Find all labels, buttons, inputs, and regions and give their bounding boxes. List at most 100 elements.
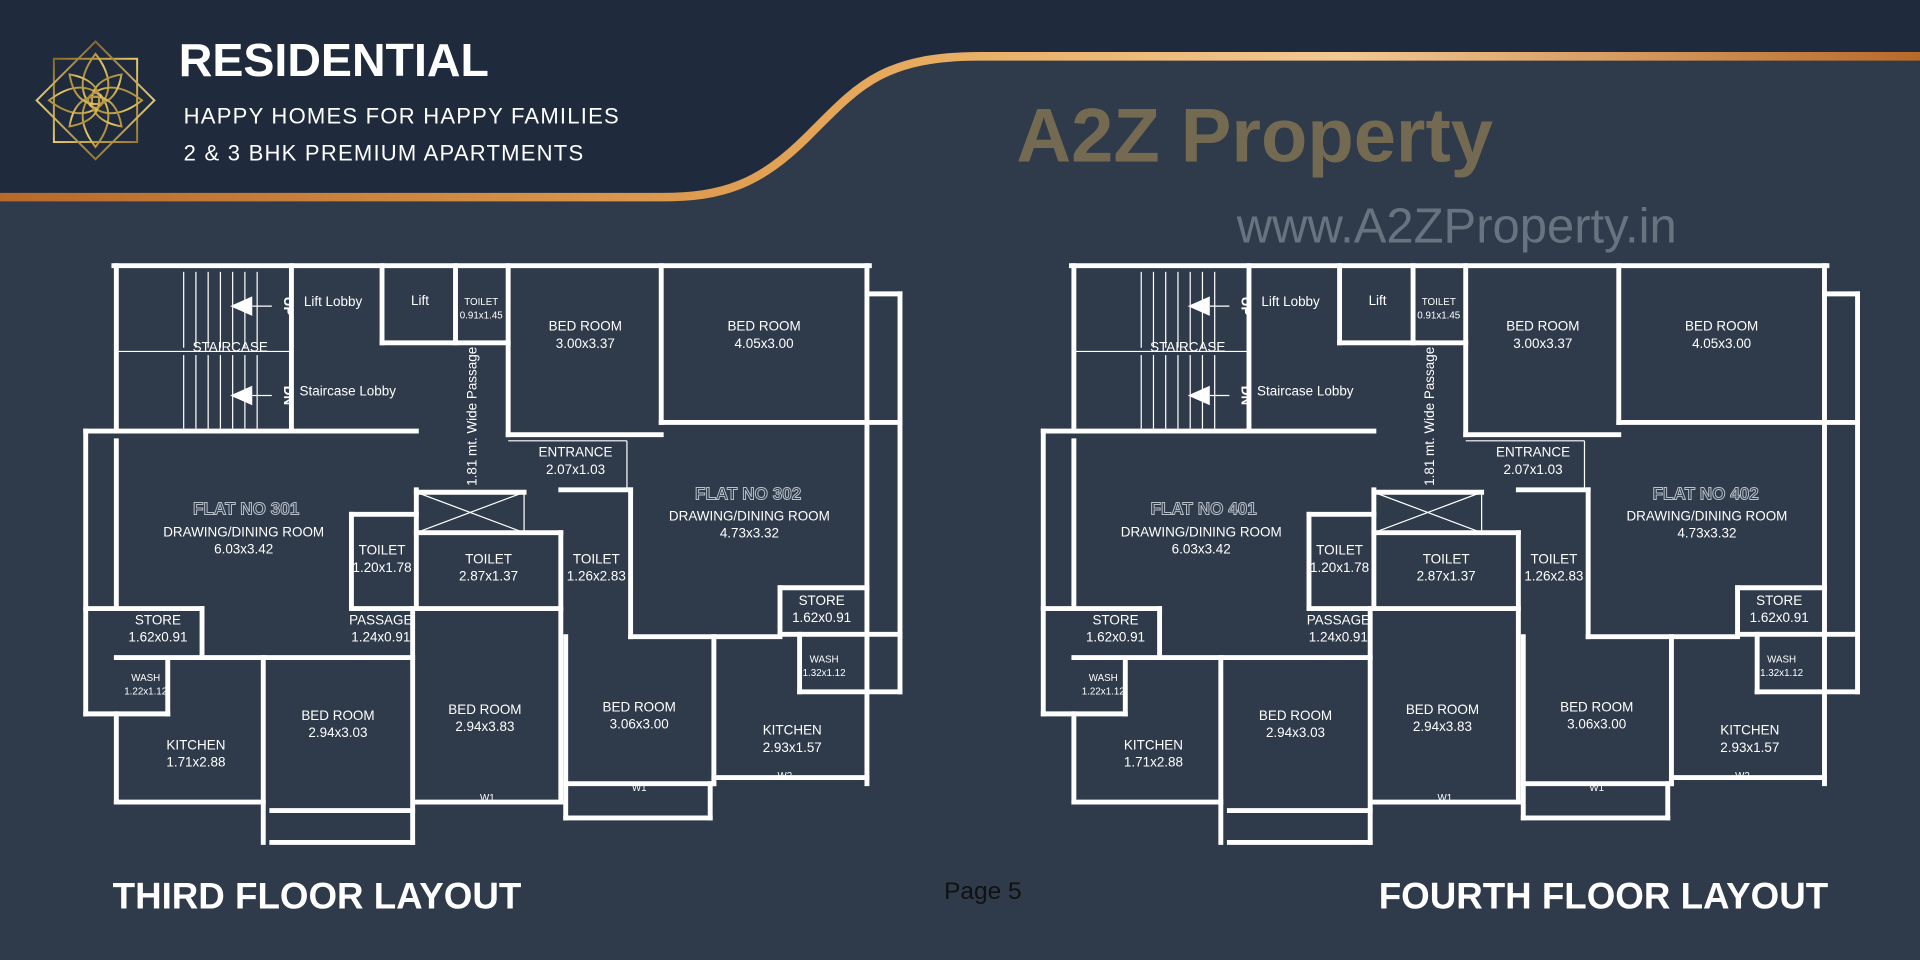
room-size: 1.24x0.91 (351, 630, 410, 645)
room-size: 3.00x3.37 (1513, 336, 1572, 351)
passage-label: 1.81 mt. Wide Passage (464, 347, 479, 486)
room-name: KITCHEN (166, 737, 225, 752)
room-name: STORE (1756, 593, 1802, 608)
room-name: STORE (135, 612, 181, 627)
room-name: BED ROOM (1406, 702, 1479, 717)
flat-label-right: FLAT NO 302 (695, 484, 801, 504)
room-size: 3.06x3.00 (610, 717, 669, 732)
room-name: STAIRCASE (1150, 339, 1225, 354)
window-label: W2 (1735, 771, 1750, 782)
room-name: TOILET (1422, 297, 1456, 308)
room-name: BED ROOM (1506, 319, 1579, 334)
stair-direction-label: UP (1239, 297, 1254, 316)
window-label: W1 (1589, 783, 1604, 794)
room-name: WASH (810, 654, 839, 665)
room-name: DRAWING/DINING ROOM (669, 508, 830, 523)
room-size: 1.26x2.83 (1524, 568, 1583, 583)
stair-direction-label: UP (281, 297, 296, 316)
wall-line (416, 491, 525, 534)
room-name: TOILET (359, 543, 406, 558)
room-name: ENTRANCE (1496, 445, 1570, 460)
room-size: 1.22x1.12 (124, 686, 167, 697)
room-name: BED ROOM (1685, 319, 1758, 334)
room-name: KITCHEN (763, 723, 822, 738)
room-name: WASH (1089, 673, 1118, 684)
room-size: 2.94x3.03 (308, 725, 367, 740)
floor-title-third: THIRD FLOOR LAYOUT (113, 876, 522, 917)
stair-arrow-icon (230, 385, 253, 406)
room-name: Staircase Lobby (1257, 384, 1354, 399)
room-name: BED ROOM (301, 708, 374, 723)
room-name: BED ROOM (1560, 699, 1633, 714)
room-size: 4.05x3.00 (735, 336, 794, 351)
room-name: WASH (1767, 654, 1796, 665)
room-name: KITCHEN (1720, 723, 1779, 738)
room-size: 1.71x2.88 (166, 755, 225, 770)
floor-title-fourth: FOURTH FLOOR LAYOUT (1379, 876, 1829, 917)
room-name: STORE (1092, 612, 1138, 627)
room-size: 1.62x0.91 (1750, 610, 1809, 625)
room-name: TOILET (1530, 551, 1577, 566)
wall-line (1373, 491, 1482, 534)
header-band (0, 0, 1920, 196)
room-size: 1.62x0.91 (1086, 630, 1145, 645)
room-name: TOILET (1316, 543, 1363, 558)
room-size: 2.94x3.83 (1413, 719, 1472, 734)
flat-label-left: FLAT NO 401 (1151, 498, 1258, 518)
room-size: 1.20x1.78 (352, 560, 411, 575)
room-name: PASSAGE (349, 612, 412, 627)
header-subtitle-1: HAPPY HOMES FOR HAPPY FAMILIES (184, 104, 620, 129)
room-name: Lift (411, 293, 429, 308)
room-name: STORE (799, 593, 845, 608)
watermark-url: www.A2ZProperty.in (1236, 199, 1677, 253)
room-name: BED ROOM (549, 319, 622, 334)
room-name: ENTRANCE (539, 445, 613, 460)
room-size: 1.26x2.83 (567, 568, 626, 583)
room-name: DRAWING/DINING ROOM (163, 524, 324, 539)
watermark-brand: A2Z Property (1016, 94, 1493, 179)
room-name: TOILET (1423, 551, 1470, 566)
stair-direction-label: DN (281, 386, 296, 405)
window-label: W1 (480, 793, 495, 804)
header-title: RESIDENTIAL (179, 34, 489, 86)
room-name: Lift Lobby (304, 294, 363, 309)
room-size: 2.87x1.37 (1417, 568, 1476, 583)
room-size: 2.94x3.83 (455, 719, 514, 734)
room-size: 1.32x1.12 (803, 668, 846, 679)
room-size: 3.00x3.37 (556, 336, 615, 351)
page-number: Page 5 (944, 878, 1022, 905)
room-name: DRAWING/DINING ROOM (1626, 508, 1787, 523)
room-size: 0.91x1.45 (1417, 310, 1461, 321)
flat-label-left: FLAT NO 301 (193, 498, 300, 518)
room-name: WASH (131, 673, 160, 684)
room-size: 2.87x1.37 (459, 568, 518, 583)
room-size: 1.24x0.91 (1309, 630, 1368, 645)
room-size: 1.22x1.12 (1082, 686, 1125, 697)
room-size: 6.03x3.42 (1172, 541, 1231, 556)
window-label: W2 (778, 771, 793, 782)
room-size: 4.73x3.32 (720, 526, 779, 541)
window-label: W1 (1438, 793, 1453, 804)
room-name: BED ROOM (603, 699, 676, 714)
room-size: 2.93x1.57 (1720, 740, 1779, 755)
room-name: BED ROOM (727, 319, 800, 334)
room-size: 1.62x0.91 (128, 630, 187, 645)
room-size: 2.07x1.03 (546, 462, 605, 477)
room-size: 1.32x1.12 (1760, 668, 1803, 679)
room-size: 2.94x3.03 (1266, 725, 1325, 740)
stair-arrow-icon (1187, 385, 1210, 406)
room-size: 3.06x3.00 (1567, 717, 1626, 732)
stair-arrow-icon (1187, 296, 1210, 316)
room-name: STAIRCASE (193, 339, 268, 354)
room-name: KITCHEN (1124, 737, 1183, 752)
room-name: TOILET (464, 297, 498, 308)
room-name: Lift Lobby (1261, 294, 1320, 309)
room-name: TOILET (465, 551, 512, 566)
room-size: 6.03x3.42 (214, 541, 273, 556)
room-size: 2.93x1.57 (763, 740, 822, 755)
room-size: 1.71x2.88 (1124, 755, 1183, 770)
header-subtitle-2: 2 & 3 BHK PREMIUM APARTMENTS (184, 140, 585, 165)
room-name: Staircase Lobby (300, 384, 397, 399)
gold-curve (0, 52, 1920, 202)
